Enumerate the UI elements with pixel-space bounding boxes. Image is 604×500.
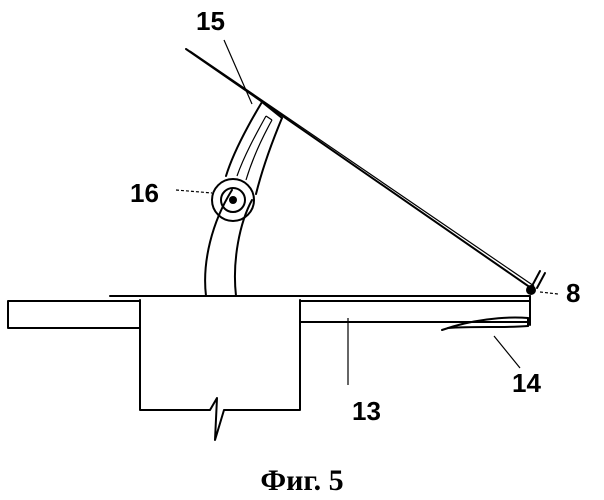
vertical-block bbox=[140, 300, 300, 440]
spring-clip bbox=[442, 318, 528, 331]
label-8: 8 bbox=[566, 278, 580, 308]
label-15: 15 bbox=[196, 6, 225, 36]
bar-right-part bbox=[110, 296, 530, 325]
label-14: 14 bbox=[512, 368, 541, 398]
label-13: 13 bbox=[352, 396, 381, 426]
figure-caption: Фиг. 5 bbox=[260, 464, 343, 497]
label-16: 16 bbox=[130, 178, 159, 208]
inclined-plate bbox=[186, 49, 534, 288]
leader-lines bbox=[224, 40, 558, 385]
pivot-joint bbox=[212, 179, 254, 221]
curved-support bbox=[176, 102, 282, 296]
bar-left-arm bbox=[8, 301, 140, 328]
